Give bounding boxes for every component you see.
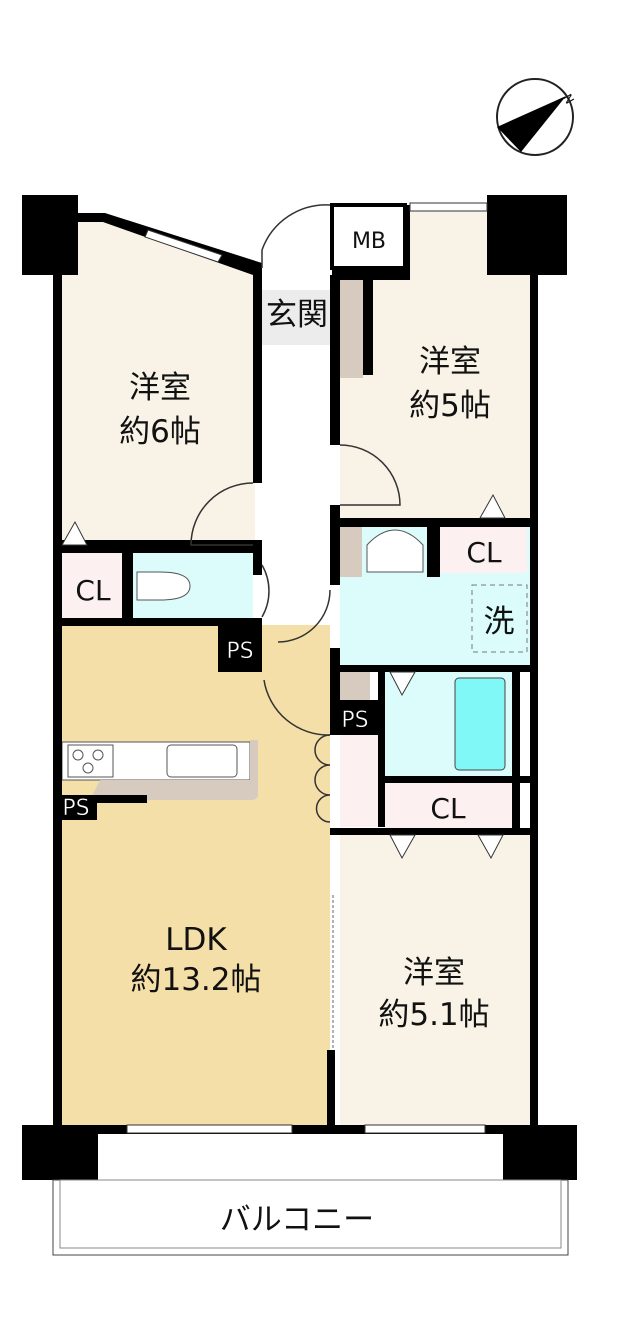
window <box>409 202 488 212</box>
closet-3-label: CL <box>430 792 466 825</box>
toilet-icon <box>136 571 191 601</box>
washroom-storage <box>340 527 362 577</box>
kitchen-sink-icon <box>166 744 238 778</box>
meter-box <box>330 203 407 270</box>
entrance-label: 玄関 <box>266 297 328 333</box>
balcony-window-ldk <box>126 1124 293 1134</box>
compass: N <box>496 78 577 156</box>
north-arrow-icon <box>497 96 566 152</box>
ldk-door[interactable] <box>263 679 331 736</box>
washroom-door[interactable] <box>277 589 331 643</box>
balcony <box>52 1179 569 1256</box>
entrance-floor <box>262 290 332 345</box>
room2-door[interactable] <box>339 444 401 506</box>
pipe-space-3-label: PS <box>341 708 368 733</box>
room1-size: 約6帖 <box>119 414 201 450</box>
western-room-3-floor <box>340 835 530 1125</box>
closet-door-marker <box>477 834 504 860</box>
washing-machine-space <box>471 584 528 653</box>
bathtub <box>454 677 506 771</box>
western-room-2-floor <box>340 210 530 518</box>
laundry-label: 洗 <box>484 604 515 640</box>
front-door[interactable] <box>261 204 331 268</box>
washbasin-icon <box>366 529 424 573</box>
kitchen-bar-counter <box>90 740 258 800</box>
closet-2-label: CL <box>466 536 502 569</box>
western-room-1-floor <box>62 215 255 545</box>
window <box>144 229 223 263</box>
storage-closet <box>340 735 378 827</box>
ldk-size: 約13.2帖 <box>130 962 261 998</box>
closet-door-marker <box>389 834 416 860</box>
room3-size: 約5.1帖 <box>378 997 489 1033</box>
meter-box-label: MB <box>352 229 386 254</box>
closet-door-marker <box>479 493 506 519</box>
closet-3-floor <box>385 783 512 828</box>
ldk-floor <box>62 625 330 1125</box>
room1-door[interactable] <box>190 482 254 546</box>
pipe-space-2-label: PS <box>62 796 89 821</box>
storage-doors[interactable] <box>314 734 331 823</box>
bath-door-marker <box>389 671 416 697</box>
closet-door-marker <box>61 520 88 546</box>
toilet-door[interactable] <box>261 564 270 618</box>
room2-name: 洋室 <box>419 344 481 380</box>
room3-name: 洋室 <box>403 955 465 991</box>
balcony-label: バルコニー <box>220 1202 374 1238</box>
closet-2-floor <box>440 527 527 573</box>
stove-icon <box>67 744 114 778</box>
room2-size: 約5帖 <box>409 388 491 424</box>
ldk-name: LDK <box>165 922 227 958</box>
pipe-space-1-label: PS <box>226 639 253 664</box>
room1-name: 洋室 <box>129 370 191 406</box>
balcony-window-room <box>364 1124 486 1134</box>
closet-1-floor <box>62 553 122 618</box>
closet-1-label: CL <box>75 574 111 607</box>
